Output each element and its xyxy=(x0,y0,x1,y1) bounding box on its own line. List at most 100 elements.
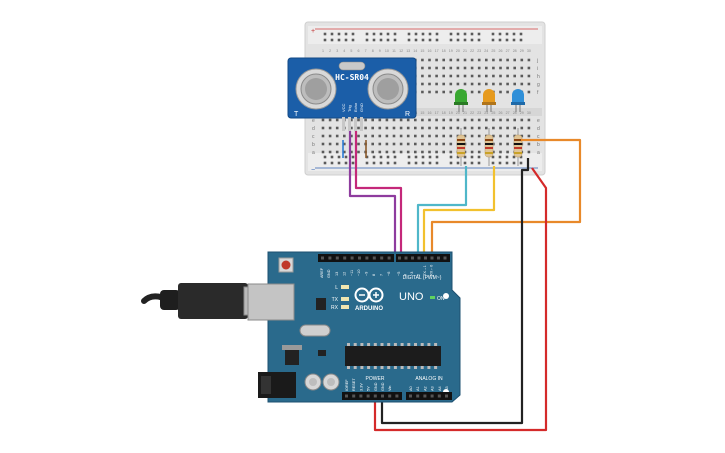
breadboard-hole xyxy=(328,142,332,146)
header-hole xyxy=(358,256,361,260)
reset-button-cap[interactable] xyxy=(281,260,291,270)
breadboard-hole xyxy=(499,118,502,122)
row-letter: b xyxy=(537,142,540,148)
column-number: 17 xyxy=(435,49,439,53)
sensor-pin xyxy=(354,117,357,131)
resistor-band xyxy=(457,143,465,145)
rail-hole xyxy=(330,155,334,159)
digital-header-right xyxy=(396,254,450,262)
breadboard-hole xyxy=(499,82,502,86)
row-letter: h xyxy=(537,74,540,80)
rail-hole xyxy=(519,32,523,36)
breadboard-hole xyxy=(385,142,389,146)
breadboard-hole xyxy=(378,126,382,130)
breadboard-hole xyxy=(364,118,367,122)
resistor-band xyxy=(514,147,522,149)
small-chip xyxy=(318,350,326,356)
breadboard-hole xyxy=(506,118,509,122)
breadboard-hole xyxy=(492,150,495,154)
rail-hole xyxy=(435,38,439,42)
transducer-right-mesh xyxy=(377,78,399,100)
breadboard-hole xyxy=(435,142,438,146)
led-green[interactable] xyxy=(454,89,468,112)
led-rx xyxy=(341,305,349,309)
breadboard-hole xyxy=(492,82,495,86)
rail-hole xyxy=(421,38,425,42)
breadboard-hole xyxy=(392,134,396,138)
wire-purple-trig[interactable] xyxy=(348,131,397,258)
rail-hole xyxy=(449,155,453,159)
breadboard-hole xyxy=(463,82,467,86)
rail-hole xyxy=(337,155,341,159)
header-hole xyxy=(430,256,434,260)
breadboard-hole xyxy=(406,134,410,138)
column-number: 23 xyxy=(477,49,481,53)
header-hole xyxy=(437,256,440,260)
chip-pin xyxy=(387,366,391,369)
wire-magenta-echo[interactable] xyxy=(354,131,403,258)
rail-hole xyxy=(386,32,390,36)
rail-hole xyxy=(421,155,425,159)
breadboard-hole xyxy=(406,142,410,146)
resistor-2[interactable] xyxy=(484,128,494,166)
resistor-3[interactable] xyxy=(513,128,523,166)
breadboard-hole xyxy=(328,118,332,122)
breadboard-hole xyxy=(449,118,453,122)
resistor-1[interactable] xyxy=(456,128,466,166)
rail-hole xyxy=(428,38,432,42)
wire-red-5v[interactable] xyxy=(373,167,548,432)
pin-label: A1 xyxy=(416,386,420,391)
wire-black-gnd[interactable] xyxy=(380,158,530,425)
chip-pin xyxy=(420,366,424,369)
resistor-band xyxy=(514,139,522,141)
breadboard-hole xyxy=(335,150,339,154)
breadboard-hole xyxy=(335,142,339,146)
breadboard-hole xyxy=(485,58,488,62)
breadboard-hole xyxy=(421,66,424,70)
breadboard-hole xyxy=(371,142,374,146)
pin-label: 5V xyxy=(367,386,371,391)
column-number: 2 xyxy=(329,49,331,53)
rail-hole xyxy=(505,161,509,165)
wire-yellow-led2[interactable] xyxy=(422,166,496,258)
rail-hole xyxy=(512,161,516,165)
chip-pin xyxy=(434,366,438,369)
breadboard-hole xyxy=(449,82,453,86)
rail-hole xyxy=(477,161,481,165)
led-orange[interactable] xyxy=(482,89,496,112)
column-number: 28 xyxy=(513,111,517,115)
breadboard-hole xyxy=(485,82,488,86)
column-number: 19 xyxy=(449,49,453,53)
column-number: 27 xyxy=(506,49,510,53)
column-number: 15 xyxy=(420,49,424,53)
column-number: 16 xyxy=(428,49,432,53)
chip-pin xyxy=(360,343,364,346)
sensor-right-mark: R xyxy=(405,111,410,118)
breadboard-hole xyxy=(506,90,509,94)
wire-orange-led3[interactable] xyxy=(430,138,582,258)
rail-hole xyxy=(337,32,341,36)
transducer-left-mesh xyxy=(305,78,327,100)
breadboard-hole xyxy=(428,118,431,122)
rail-hole xyxy=(414,38,418,42)
breadboard-hole xyxy=(520,118,524,122)
header-hole xyxy=(423,394,427,398)
breadboard-hole xyxy=(470,126,474,130)
breadboard-hole xyxy=(492,118,495,122)
led-blue[interactable] xyxy=(511,89,525,112)
breadboard-hole xyxy=(435,134,438,138)
crystal-oscillator xyxy=(338,61,366,71)
ultrasonic-sensor[interactable]: HC-SR04 T R VCC Trig Echo GND xyxy=(287,57,417,131)
breadboard-hole xyxy=(463,126,467,130)
breadboard-hole xyxy=(392,126,396,130)
header-hole xyxy=(359,394,363,398)
rail-hole xyxy=(393,155,397,159)
wire-cyan-led1[interactable] xyxy=(416,166,468,258)
breadboard-hole xyxy=(477,118,481,122)
row-letter: e xyxy=(537,118,540,124)
breadboard-hole xyxy=(470,118,474,122)
breadboard-hole xyxy=(328,126,332,130)
breadboard-hole xyxy=(527,126,531,130)
rail-hole xyxy=(470,161,474,165)
